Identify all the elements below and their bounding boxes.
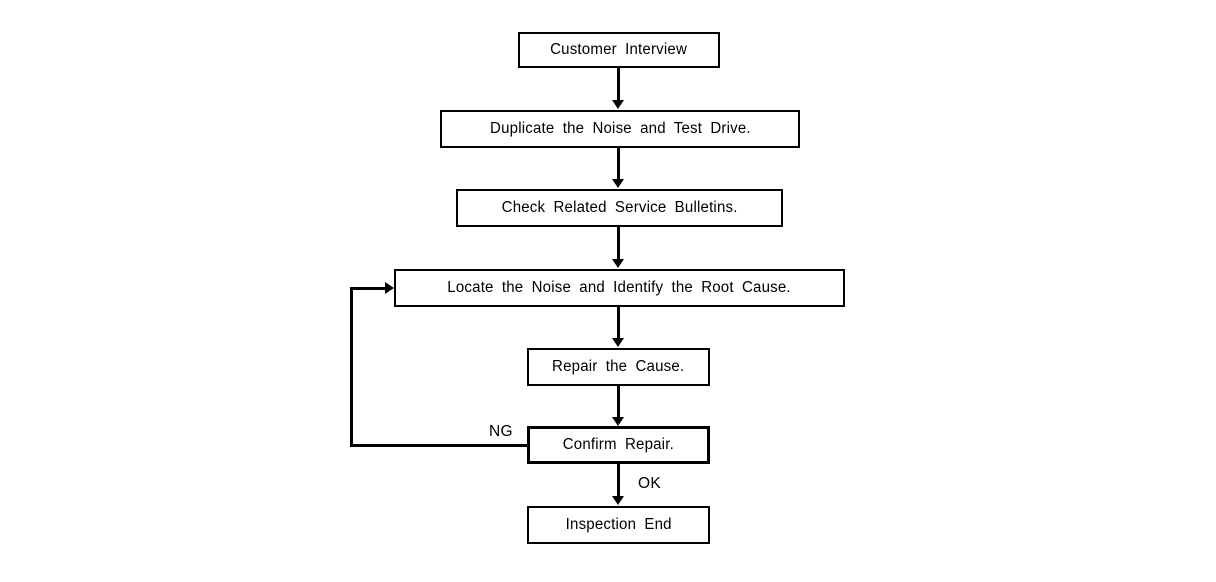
arrowhead-locate-to-repair: [612, 338, 624, 347]
node-label-confirm-repair: Confirm Repair.: [562, 436, 675, 454]
node-label-duplicate-noise: Duplicate the Noise and Test Drive.: [489, 120, 751, 138]
arrowhead-loop-to-locate: [385, 282, 394, 294]
node-duplicate-noise[interactable]: Duplicate the Noise and Test Drive.: [440, 110, 800, 148]
arrowhead-interview-to-duplicate: [612, 100, 624, 109]
connector-repair-to-confirm: [617, 386, 620, 418]
node-check-bulletins[interactable]: Check Related Service Bulletins.: [456, 189, 783, 227]
connector-interview-to-duplicate: [617, 68, 620, 101]
node-repair-cause[interactable]: Repair the Cause.: [527, 348, 710, 386]
connector-bulletins-to-locate: [617, 227, 620, 260]
node-confirm-repair[interactable]: Confirm Repair.: [527, 426, 710, 464]
arrowhead-confirm-to-end: [612, 496, 624, 505]
node-label-inspection-end: Inspection End: [565, 516, 672, 534]
loop-segment-vertical-left: [350, 287, 353, 447]
loop-segment-horizontal-top: [350, 287, 388, 290]
node-label-locate-noise: Locate the Noise and Identify the Root C…: [447, 279, 792, 297]
edge-label-ok: OK: [638, 475, 661, 492]
arrowhead-bulletins-to-locate: [612, 259, 624, 268]
node-customer-interview[interactable]: Customer Interview: [518, 32, 720, 68]
node-label-check-bulletins: Check Related Service Bulletins.: [501, 199, 738, 217]
connector-confirm-to-end: [617, 464, 620, 497]
node-locate-noise[interactable]: Locate the Noise and Identify the Root C…: [394, 269, 845, 307]
loop-segment-horizontal-bottom: [350, 444, 528, 447]
node-label-repair-cause: Repair the Cause.: [552, 358, 685, 376]
edge-label-ng: NG: [489, 423, 513, 440]
connector-duplicate-to-bulletins: [617, 148, 620, 180]
arrowhead-duplicate-to-bulletins: [612, 179, 624, 188]
arrowhead-repair-to-confirm: [612, 417, 624, 426]
node-label-customer-interview: Customer Interview: [550, 41, 688, 59]
node-inspection-end[interactable]: Inspection End: [527, 506, 710, 544]
connector-locate-to-repair: [617, 307, 620, 339]
